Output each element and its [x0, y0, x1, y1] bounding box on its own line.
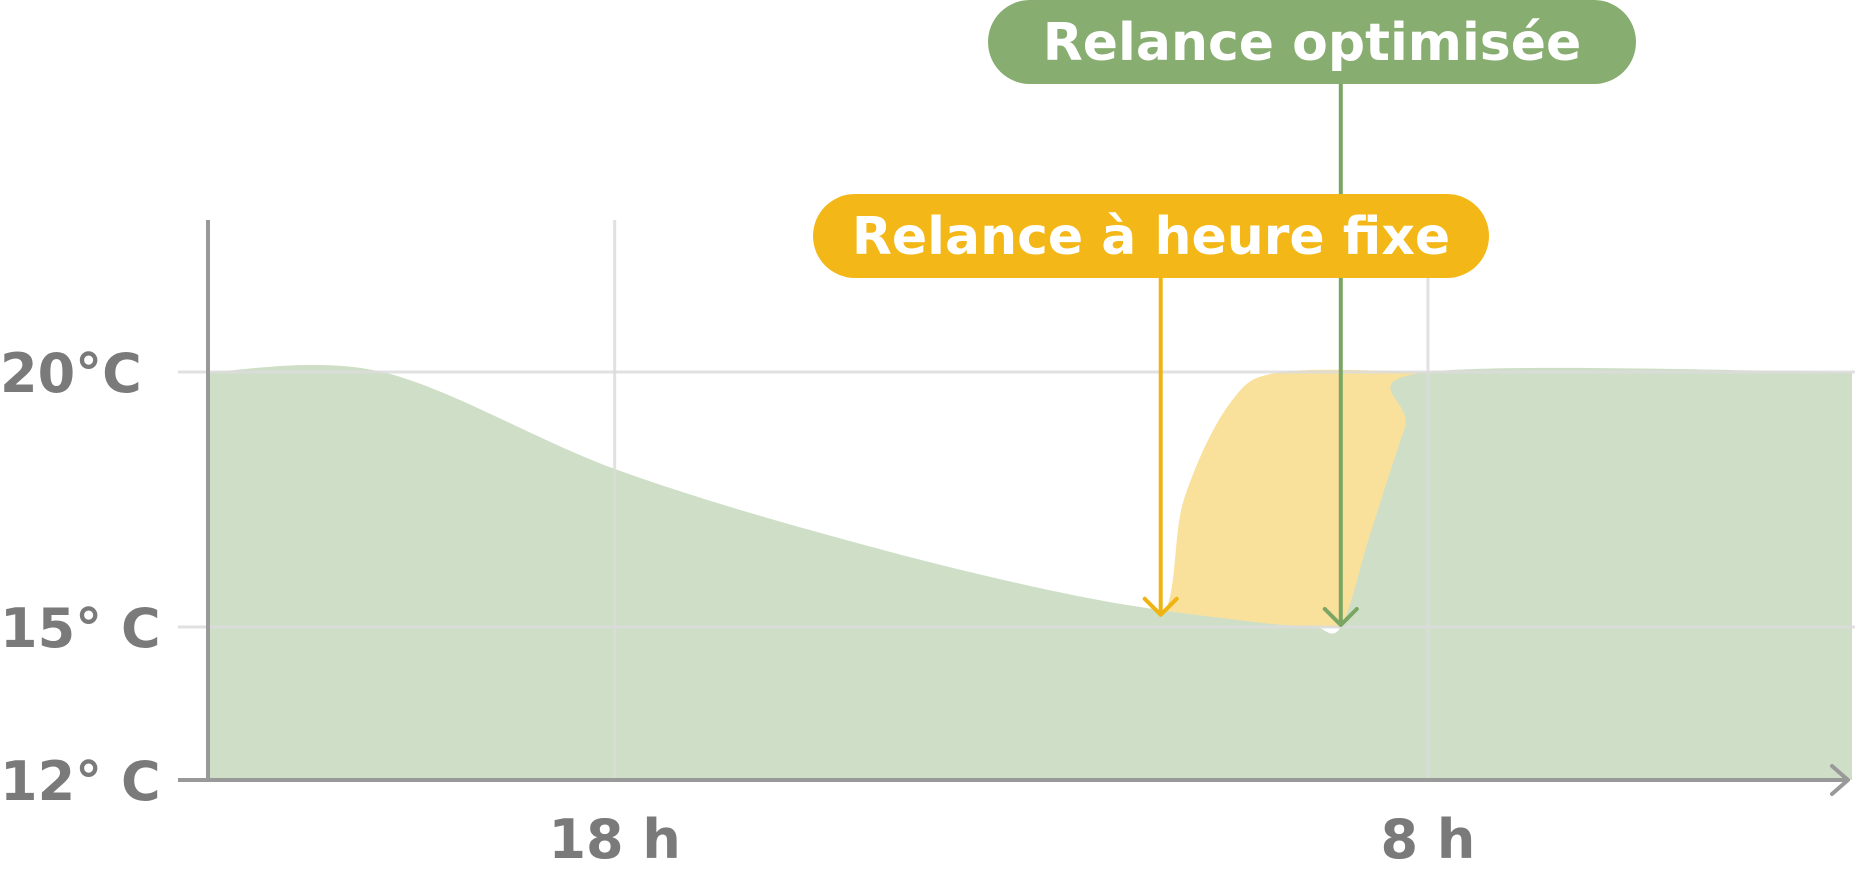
x-tick-label: 18 h: [548, 808, 680, 871]
annotation-tag-background: [813, 194, 1489, 278]
annotation-arrows: [1142, 84, 1359, 627]
y-tick-label: 15° C: [0, 597, 161, 660]
annotation-tag-label: Relance optimisée: [1043, 13, 1582, 73]
annotation-arrowhead: [1142, 596, 1179, 617]
axes-layer: [178, 220, 1850, 796]
x-tick-label: 8 h: [1381, 808, 1476, 871]
annotation-tag-background: [988, 0, 1636, 84]
y-tick-label: 20°C: [0, 342, 142, 405]
annotation-tag-label: Relance à heure fixe: [852, 207, 1450, 267]
y-tick-label: 12° C: [0, 750, 161, 813]
area-layer: [208, 364, 1852, 780]
axis-labels: 20°C 15° C 12° C 18 h 8 h: [0, 342, 1475, 871]
grid-layer: [178, 220, 1855, 780]
annotation-arrowhead: [1322, 607, 1359, 627]
x-axis-arrowhead: [1830, 764, 1850, 796]
optimized-restart-area: [208, 364, 1852, 780]
